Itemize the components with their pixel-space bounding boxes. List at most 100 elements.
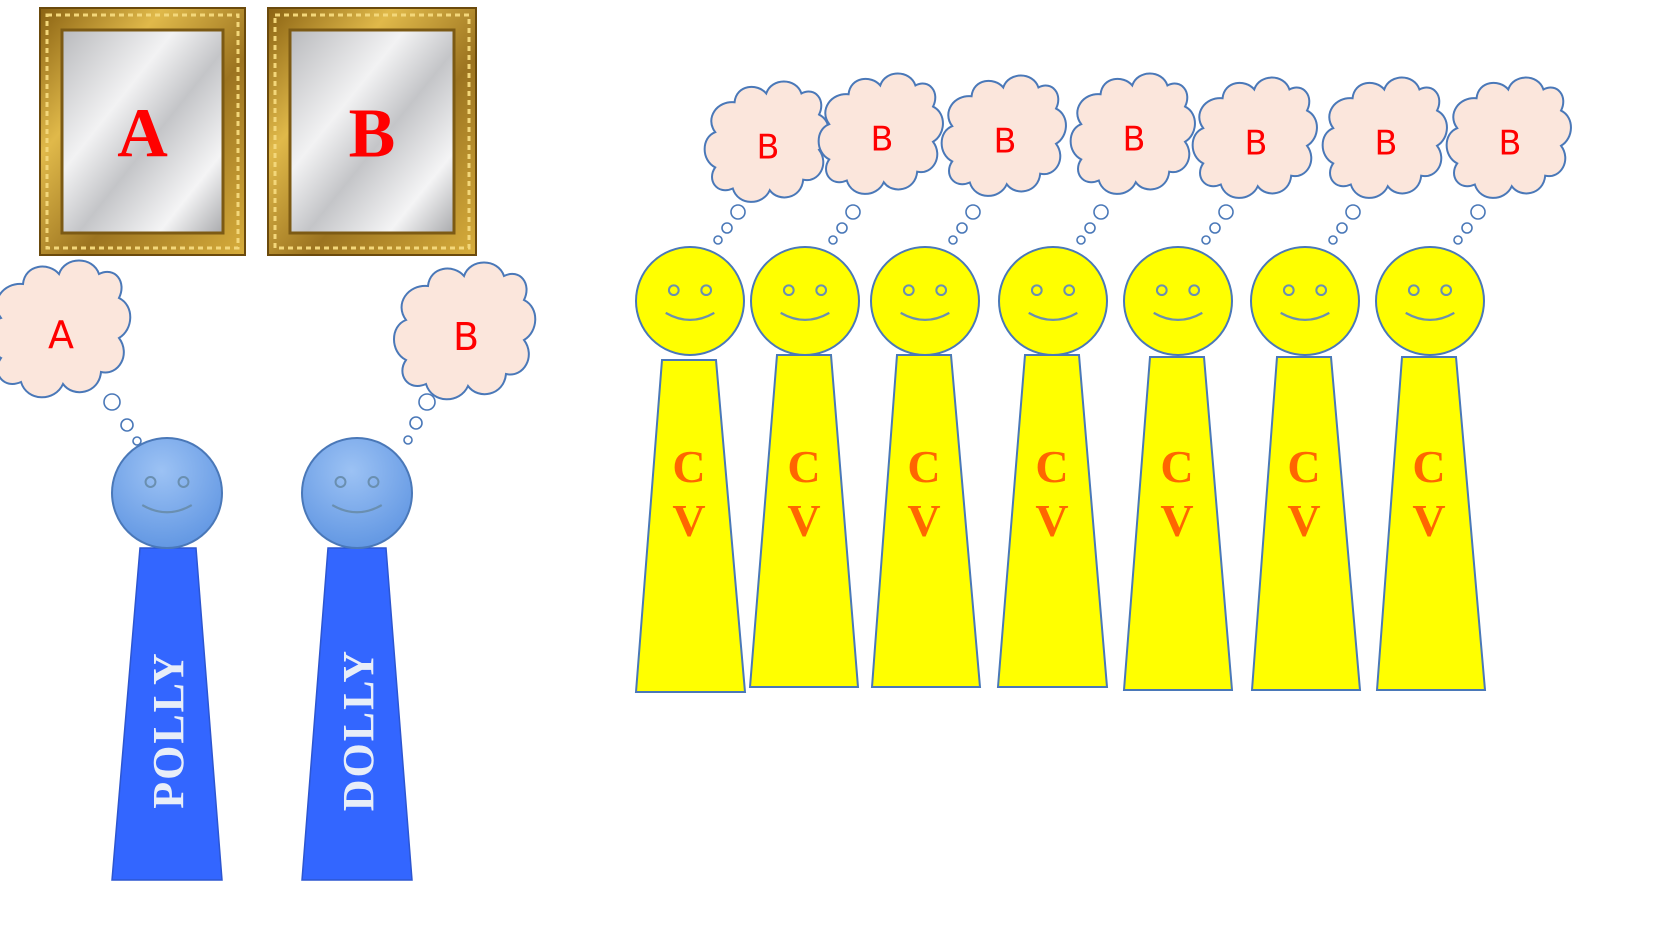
figure-head bbox=[1375, 246, 1485, 356]
thought-bubble-dot bbox=[836, 222, 848, 234]
thought-bubble-dot bbox=[120, 418, 134, 432]
thought-bubble-trail bbox=[1453, 204, 1486, 245]
eye-icon bbox=[1315, 284, 1328, 297]
body-letter: V bbox=[1035, 495, 1068, 546]
thought-cloud: B bbox=[1069, 72, 1196, 195]
figure-head bbox=[750, 246, 860, 356]
figure-head bbox=[1250, 246, 1360, 356]
eye-icon bbox=[177, 476, 190, 488]
eye-icon bbox=[1440, 284, 1453, 297]
figure-polly: POLLY A bbox=[0, 259, 223, 881]
smiley-face-icon bbox=[1250, 246, 1360, 356]
smiley-face-icon bbox=[301, 437, 413, 549]
thought-bubble-dot bbox=[103, 393, 121, 411]
body-letter: V bbox=[787, 495, 820, 546]
cv-figure: CVB bbox=[996, 72, 1196, 688]
smile-mouth-icon bbox=[141, 504, 193, 514]
eye-icon bbox=[144, 476, 157, 488]
thought-bubble-trail bbox=[403, 393, 436, 445]
thought-label: B bbox=[1499, 124, 1522, 163]
figure-head bbox=[635, 246, 745, 356]
figure-head bbox=[111, 437, 223, 549]
smiley-face-icon bbox=[750, 246, 860, 356]
eye-icon bbox=[1407, 284, 1420, 297]
thought-cloud: A bbox=[0, 259, 132, 399]
thought-bubble-dot bbox=[948, 235, 958, 245]
mirror-glass bbox=[288, 28, 456, 235]
thought-bubble-dot bbox=[956, 222, 968, 234]
smiley-face-icon bbox=[111, 437, 223, 549]
thought-bubble-dot bbox=[1201, 235, 1211, 245]
thought-bubble-dot bbox=[1093, 204, 1109, 220]
smiley-face-icon bbox=[635, 246, 745, 356]
thought-bubble-dot bbox=[713, 235, 723, 245]
smiley-face-icon bbox=[1375, 246, 1485, 356]
eye-icon bbox=[1188, 284, 1201, 297]
thought-bubble-trail bbox=[828, 204, 861, 245]
figure-head bbox=[870, 246, 980, 356]
thought-bubble-dot bbox=[1084, 222, 1096, 234]
smile-mouth-icon bbox=[1405, 311, 1455, 321]
body-letter: V bbox=[1160, 495, 1193, 546]
smile-mouth-icon bbox=[1153, 311, 1203, 321]
thought-bubble-dot bbox=[132, 436, 142, 446]
thought-label: B bbox=[757, 128, 780, 167]
thought-bubble-dot bbox=[828, 235, 838, 245]
smile-mouth-icon bbox=[1280, 311, 1330, 321]
thought-bubble-trail bbox=[1076, 204, 1109, 245]
eye-icon bbox=[1063, 284, 1076, 297]
body-letter: C bbox=[1160, 441, 1193, 492]
body-letter: V bbox=[672, 495, 705, 546]
body-letter: C bbox=[907, 441, 940, 492]
body-letter: V bbox=[1412, 495, 1445, 546]
figure-body bbox=[1250, 356, 1362, 691]
eye-icon bbox=[1155, 284, 1168, 297]
eye-icon bbox=[1030, 284, 1043, 297]
mirror-glass bbox=[60, 28, 225, 235]
thought-bubble-dot bbox=[403, 435, 413, 445]
smile-mouth-icon bbox=[665, 311, 715, 321]
thought-bubble-dot bbox=[1470, 204, 1486, 220]
figure-name: DOLLY bbox=[334, 649, 383, 811]
thought-bubble-trail bbox=[1328, 204, 1361, 245]
thought-bubble-trail bbox=[1201, 204, 1234, 245]
thought-bubble-dot bbox=[730, 204, 746, 220]
figure-head bbox=[1123, 246, 1233, 356]
thought-bubble-trail bbox=[103, 393, 142, 446]
figure-body bbox=[1122, 356, 1234, 691]
eye-icon bbox=[700, 284, 713, 297]
cv-figure: CVB bbox=[634, 80, 830, 693]
frame-ornament bbox=[273, 13, 471, 250]
thought-cloud: B bbox=[1191, 76, 1318, 199]
body-letter: V bbox=[1287, 495, 1320, 546]
cv-figure: CVB bbox=[1122, 76, 1318, 691]
body-letter: C bbox=[1287, 441, 1320, 492]
figure-dolly: DOLLY B bbox=[301, 261, 537, 881]
mirror-label: B bbox=[349, 96, 396, 173]
smiley-face-icon bbox=[870, 246, 980, 356]
figure-body bbox=[634, 359, 747, 693]
thought-cloud: B bbox=[940, 74, 1067, 197]
thought-bubble-trail bbox=[948, 204, 981, 245]
body-letter: V bbox=[907, 495, 940, 546]
smile-mouth-icon bbox=[780, 311, 830, 321]
thought-label: B bbox=[453, 315, 479, 359]
figure-body bbox=[1375, 356, 1487, 691]
thought-label: B bbox=[1123, 120, 1146, 159]
smiley-face-icon bbox=[1123, 246, 1233, 356]
thought-bubble-trail bbox=[713, 204, 746, 245]
thought-cloud: B bbox=[393, 261, 537, 401]
smile-mouth-icon bbox=[1028, 311, 1078, 321]
smile-mouth-icon bbox=[900, 311, 950, 321]
cv-figure: CVB bbox=[1250, 76, 1448, 691]
figure-name: POLLY bbox=[144, 651, 193, 809]
thought-bubble-dot bbox=[1336, 222, 1348, 234]
thought-label: B bbox=[994, 122, 1017, 161]
thought-cloud: B bbox=[1321, 76, 1448, 199]
eye-icon bbox=[667, 284, 680, 297]
thought-bubble-dot bbox=[965, 204, 981, 220]
figure-head bbox=[998, 246, 1108, 356]
smiley-face-icon bbox=[998, 246, 1108, 356]
